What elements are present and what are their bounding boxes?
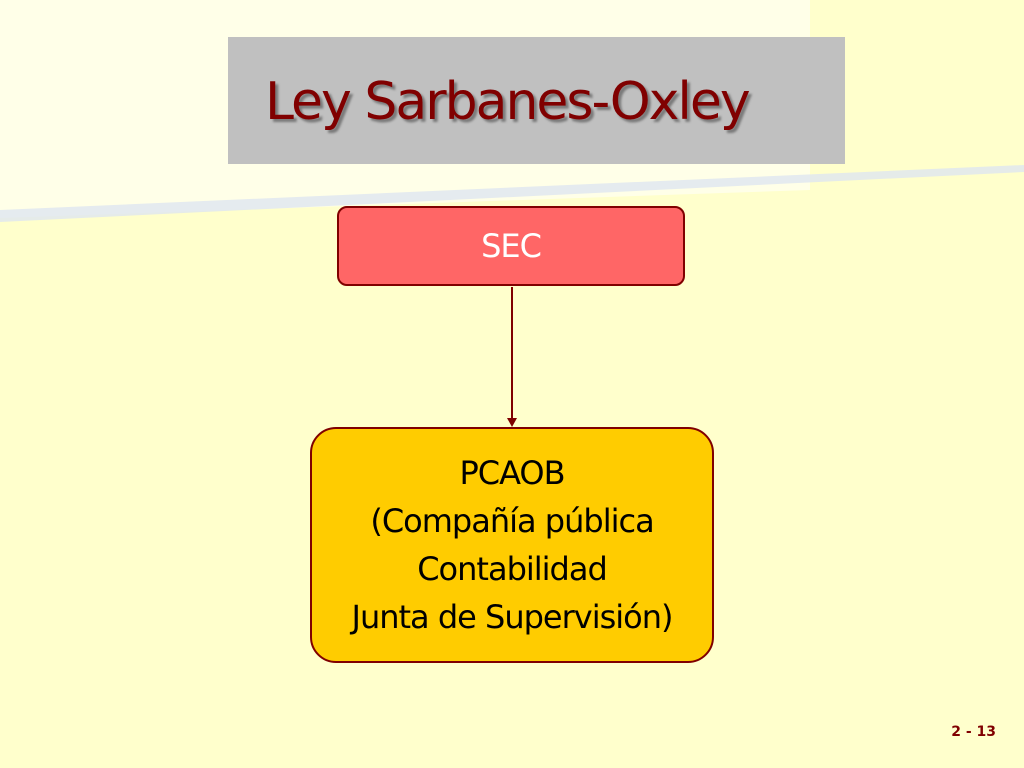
node-pcaob-line: PCAOB: [459, 454, 565, 492]
title-banner: [228, 37, 845, 164]
slide-title: Ley Sarbanes-Oxley: [265, 72, 751, 132]
node-pcaob-line: Junta de Supervisión): [351, 598, 674, 636]
arrowhead-icon: [507, 418, 517, 427]
node-pcaob-line: Contabilidad: [417, 550, 608, 588]
node-sec: SEC: [337, 206, 685, 286]
node-pcaob: PCAOB (Compañía pública Contabilidad Jun…: [310, 427, 714, 663]
node-sec-label: SEC: [481, 227, 542, 265]
page-number: 2 - 13: [951, 724, 996, 740]
node-pcaob-line: (Compañía pública: [370, 502, 654, 540]
